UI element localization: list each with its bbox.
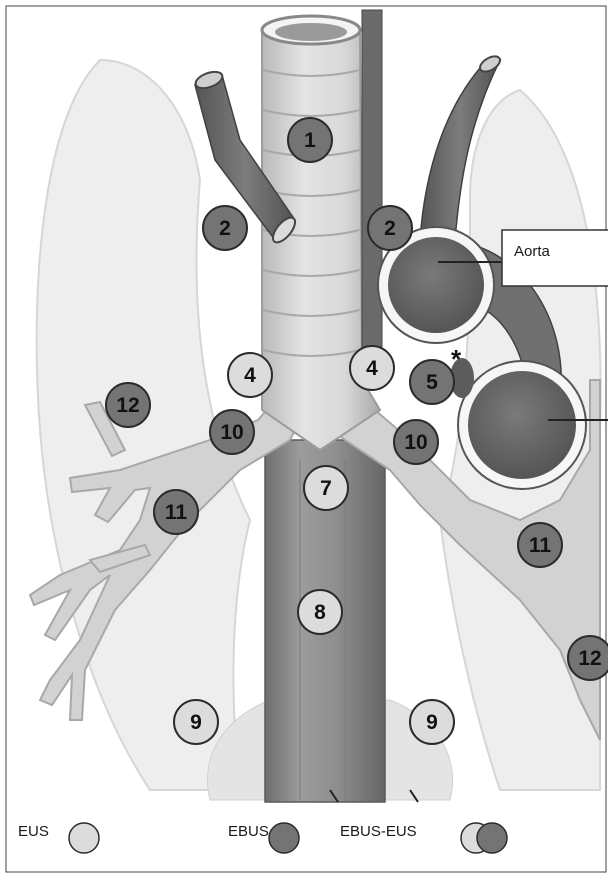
station-label: 8: [314, 601, 326, 624]
station-node-10: 10: [210, 410, 254, 454]
station-node-12: 12: [568, 636, 608, 680]
station-label: 11: [529, 534, 552, 557]
station-node-2: 2: [203, 206, 247, 250]
station-node-9: 9: [174, 700, 218, 744]
station-node-5: 5: [410, 360, 454, 404]
station-label: 7: [320, 477, 332, 500]
aorta-label: Aorta: [514, 243, 551, 260]
station-node-2: 2: [368, 206, 412, 250]
station-node-8: 8: [298, 590, 342, 634]
legend-ebus-label: EBUS: [228, 823, 269, 840]
legend-combo-ebus-swatch: [477, 823, 507, 853]
station-node-4: 4: [350, 346, 394, 390]
station-label: 12: [116, 394, 139, 417]
station-node-9: 9: [410, 700, 454, 744]
station-label: 11: [165, 501, 188, 524]
station-label: 12: [578, 647, 601, 670]
station-label: 5: [426, 371, 438, 394]
station-node-10: 10: [394, 420, 438, 464]
legend-ebus-swatch: [269, 823, 299, 853]
legend-combo-label: EBUS-EUS: [340, 823, 417, 840]
station-label: 2: [219, 217, 231, 240]
station-label: 1: [304, 129, 316, 152]
station-label: 10: [404, 431, 427, 454]
station-node-4: 4: [228, 353, 272, 397]
asterisk-marker: *: [451, 344, 462, 374]
station-label: 4: [366, 357, 378, 380]
station-label: 10: [220, 421, 243, 444]
station-node-11: 11: [518, 523, 562, 567]
station-label: 9: [190, 711, 202, 734]
station-node-1: 1: [288, 118, 332, 162]
station-node-11: 11: [154, 490, 198, 534]
legend-eus-label: EUS: [18, 823, 49, 840]
legend-eus-swatch: [69, 823, 99, 853]
station-node-12: 12: [106, 383, 150, 427]
station-label: 9: [426, 711, 438, 734]
station-node-7: 7: [304, 466, 348, 510]
station-label: 4: [244, 364, 256, 387]
station-label: 2: [384, 217, 396, 240]
